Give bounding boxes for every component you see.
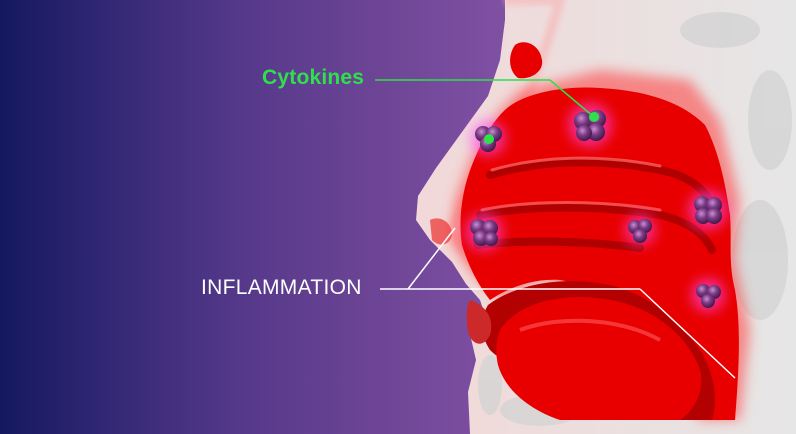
bone-texture [478, 12, 792, 426]
cytokine-molecule [688, 190, 728, 230]
lip [466, 300, 492, 344]
frontal-sinus [510, 42, 543, 79]
cytokines-callout [375, 79, 599, 144]
inflammation-label: INFLAMMATION [201, 276, 362, 299]
callout-dot [484, 134, 494, 144]
inflammation-callout [380, 227, 736, 379]
cytokines-label: Cytokines [262, 66, 365, 89]
cytokine-molecule [624, 214, 656, 246]
tongue [496, 297, 702, 420]
cytokine-molecules [465, 103, 728, 312]
sphenoid-sinus [649, 112, 693, 158]
callout-dot [589, 112, 599, 122]
cytokine-molecule [465, 213, 503, 251]
cytokine-molecule [691, 278, 725, 312]
cytokine-molecule [568, 103, 612, 147]
